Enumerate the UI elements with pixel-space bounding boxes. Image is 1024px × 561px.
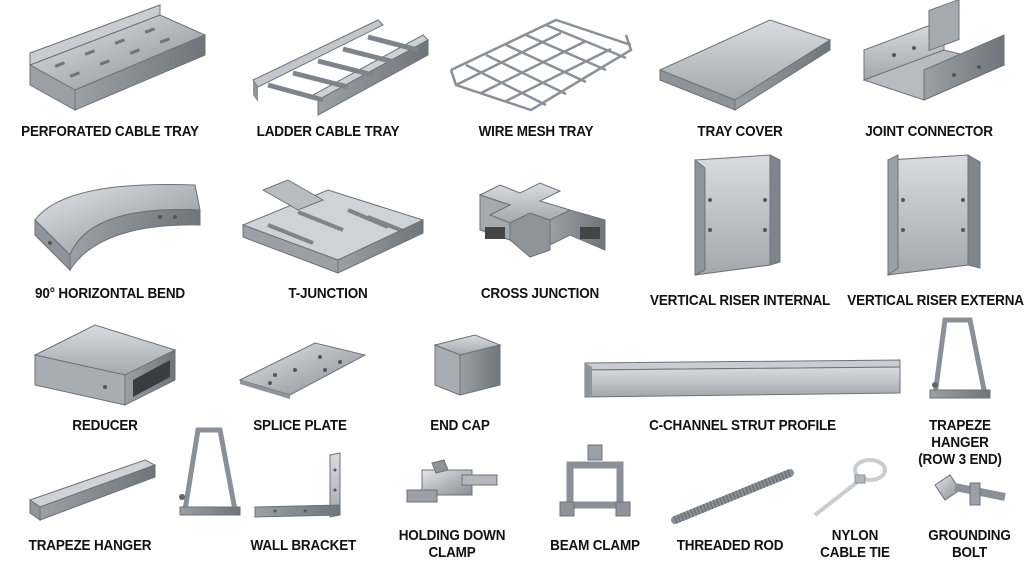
grounding-bolt-label: GROUNDING BOLT bbox=[920, 527, 1018, 561]
end-cap: END CAP bbox=[400, 315, 520, 440]
trapeze-hanger-row-3-end-label-line1: TRAPEZE HANGER bbox=[929, 417, 991, 451]
wire-mesh-tray-label: WIRE MESH TRAY bbox=[478, 123, 594, 140]
wire-mesh-tray: WIRE MESH TRAY bbox=[436, 5, 636, 150]
wall-bracket: WALL BRACKET bbox=[245, 445, 357, 558]
joint-connector: JOINT CONNECTOR bbox=[834, 0, 1024, 150]
reducer-label: REDUCER bbox=[72, 417, 138, 434]
t-junction: T-JUNCTION bbox=[228, 165, 428, 310]
end-cap-image bbox=[433, 334, 502, 396]
vertical-riser-internal: VERTICAL RISER INTERNAL bbox=[640, 150, 840, 315]
reducer-image bbox=[33, 324, 177, 406]
perforated-cable-tray-image bbox=[28, 4, 207, 111]
t-junction-label: T-JUNCTION bbox=[288, 285, 368, 302]
trapeze-hanger-label: TRAPEZE HANGER bbox=[28, 537, 152, 554]
nylon-cable-tie: NYLON CABLE TIE bbox=[800, 445, 910, 561]
tray-cover-image bbox=[658, 19, 832, 111]
c-channel-strut-profile-image bbox=[584, 359, 901, 398]
horizontal-bend-label: 90° HORIZONTAL BEND bbox=[34, 285, 185, 302]
trapeze-hanger: TRAPEZE HANGER bbox=[15, 445, 165, 558]
trapeze-hanger-row-3-end-label: TRAPEZE HANGER (ROW 3 END) bbox=[906, 417, 1014, 468]
trapeze-hanger-row-3-end-image bbox=[929, 317, 991, 399]
c-channel-strut-profile: C-CHANNEL STRUT PROFILE bbox=[580, 315, 905, 440]
perforated-cable-tray-label: PERFORATED CABLE TRAY bbox=[21, 123, 199, 140]
wall-bracket-image bbox=[254, 452, 341, 518]
splice-plate: SPLICE PLATE bbox=[215, 315, 385, 440]
vertical-riser-external-image bbox=[887, 154, 981, 276]
perforated-cable-tray: PERFORATED CABLE TRAY bbox=[10, 4, 210, 150]
grounding-bolt-label-line2: BOLT bbox=[951, 544, 988, 561]
wire-mesh-tray-image bbox=[449, 18, 633, 112]
holding-down-clamp: HOLDING DOWN CLAMP bbox=[392, 445, 512, 561]
joint-connector-label: JOINT CONNECTOR bbox=[865, 123, 993, 140]
threaded-rod-label: THREADED ROD bbox=[676, 537, 784, 554]
holding-down-clamp-label: HOLDING DOWN CLAMP bbox=[398, 527, 506, 561]
vertical-riser-external-label: VERTICAL RISER EXTERNAL bbox=[847, 292, 1024, 309]
trapeze-hanger-clip bbox=[170, 425, 250, 530]
cross-junction: CROSS JUNCTION bbox=[440, 165, 640, 310]
reducer: REDUCER bbox=[15, 315, 195, 440]
splice-plate-image bbox=[238, 342, 367, 399]
grounding-bolt: GROUNDING BOLT bbox=[915, 445, 1024, 561]
nylon-cable-tie-image bbox=[813, 458, 887, 517]
nylon-cable-tie-label-line1: NYLON bbox=[831, 527, 879, 544]
beam-clamp: BEAM CLAMP bbox=[540, 440, 650, 558]
beam-clamp-image bbox=[559, 444, 631, 517]
holding-down-clamp-image bbox=[406, 459, 498, 503]
vertical-riser-internal-image bbox=[694, 154, 781, 276]
nylon-cable-tie-label-line2: CABLE TIE bbox=[820, 544, 890, 561]
trapeze-hanger-row-3-end: TRAPEZE HANGER (ROW 3 END) bbox=[900, 315, 1020, 468]
trapeze-hanger-clip-image bbox=[179, 427, 241, 516]
ladder-cable-tray: LADDER CABLE TRAY bbox=[228, 5, 429, 150]
vertical-riser-internal-label: VERTICAL RISER INTERNAL bbox=[650, 292, 831, 309]
threaded-rod: THREADED ROD bbox=[660, 445, 800, 558]
tray-cover-label: TRAY COVER bbox=[697, 123, 783, 140]
wall-bracket-label: WALL BRACKET bbox=[250, 537, 357, 554]
vertical-riser-external: VERTICAL RISER EXTERNAL bbox=[838, 150, 1024, 315]
cross-junction-image bbox=[478, 182, 606, 258]
tray-cover: TRAY COVER bbox=[640, 5, 840, 150]
ladder-cable-tray-image bbox=[252, 19, 429, 116]
holding-down-clamp-label-line2: CLAMP bbox=[428, 544, 476, 561]
ladder-cable-tray-label: LADDER CABLE TRAY bbox=[256, 123, 400, 140]
threaded-rod-image bbox=[671, 469, 794, 524]
holding-down-clamp-label-line1: HOLDING DOWN bbox=[398, 527, 506, 544]
trapeze-hanger-image bbox=[28, 459, 157, 521]
beam-clamp-label: BEAM CLAMP bbox=[550, 537, 640, 554]
grounding-bolt-label-line1: GROUNDING bbox=[928, 527, 1011, 544]
c-channel-strut-profile-label: C-CHANNEL STRUT PROFILE bbox=[649, 417, 836, 434]
horizontal-bend-image bbox=[34, 183, 201, 272]
horizontal-bend: 90° HORIZONTAL BEND bbox=[10, 165, 210, 310]
nylon-cable-tie-label: NYLON CABLE TIE bbox=[806, 527, 905, 561]
trapeze-hanger-row-3-end-label-line2: (ROW 3 END) bbox=[918, 451, 1002, 468]
cross-junction-label: CROSS JUNCTION bbox=[480, 285, 600, 302]
splice-plate-label: SPLICE PLATE bbox=[253, 417, 347, 434]
grounding-bolt-image bbox=[934, 474, 1006, 506]
t-junction-image bbox=[241, 179, 425, 274]
end-cap-label: END CAP bbox=[430, 417, 490, 434]
joint-connector-image bbox=[862, 0, 1006, 101]
